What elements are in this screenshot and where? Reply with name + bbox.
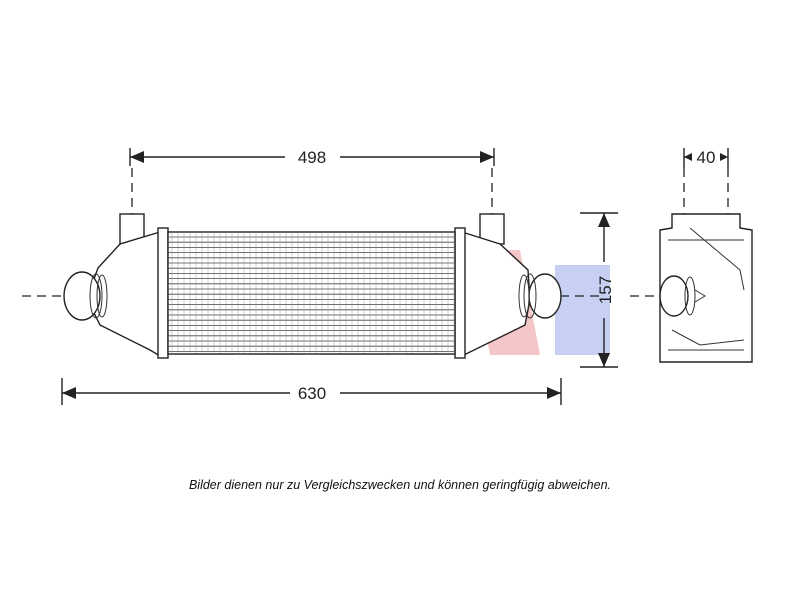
dimension-label-498: 498 xyxy=(298,148,326,167)
right-outlet-pipe xyxy=(518,273,562,319)
side-view: 157 40 xyxy=(580,148,753,368)
dimension-label-40: 40 xyxy=(697,148,716,167)
dimension-label-157: 157 xyxy=(596,276,615,304)
front-view: 498 630 xyxy=(22,148,600,405)
dimension-core-width: 498 xyxy=(129,148,495,167)
core-fins xyxy=(168,232,455,354)
left-inlet-pipe xyxy=(63,271,108,321)
side-view-body xyxy=(659,213,753,363)
dimension-height: 157 xyxy=(580,212,618,368)
dimension-label-630: 630 xyxy=(298,384,326,403)
disclaimer-caption: Bilder dienen nur zu Vergleichszwecken u… xyxy=(188,478,612,492)
dimension-overall-length: 630 xyxy=(61,378,562,405)
side-pipe xyxy=(659,275,689,317)
